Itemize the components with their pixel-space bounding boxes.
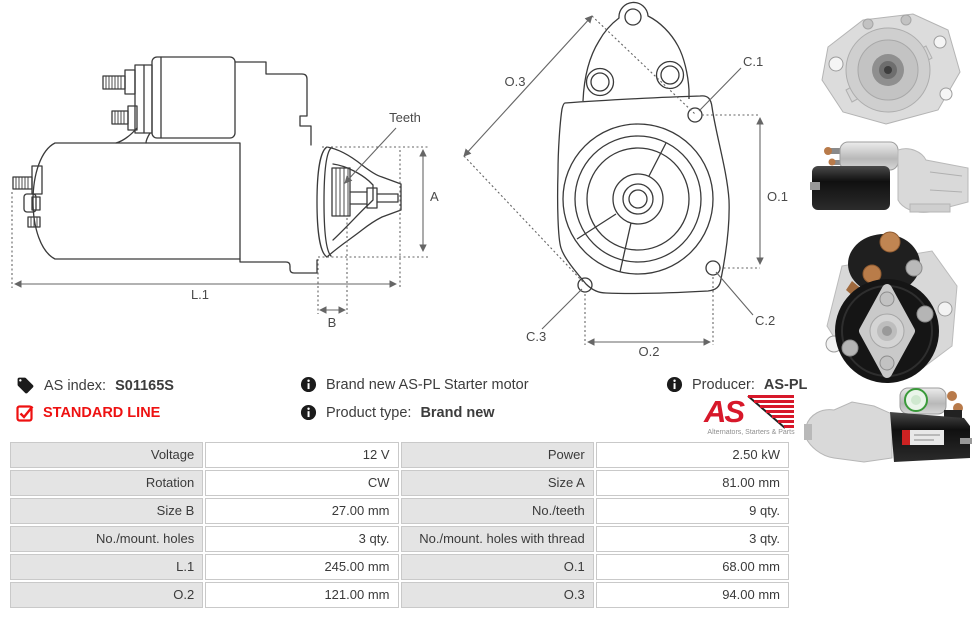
spec-label: O.1 xyxy=(400,554,594,580)
hole-c3-label: C.3 xyxy=(526,329,546,344)
spec-label: Rotation xyxy=(10,470,204,496)
as-pl-logo: AS Alternators, Starters & Parts xyxy=(698,391,798,440)
standard-line-label: STANDARD LINE xyxy=(43,405,161,421)
product-photo-front xyxy=(821,13,961,125)
teeth-label: Teeth xyxy=(389,110,421,125)
spec-label: Voltage xyxy=(10,442,204,468)
table-row: No./mount. holes 3 qty. No./mount. holes… xyxy=(10,526,789,552)
spec-value: 94.00 mm xyxy=(595,582,789,608)
side-dimension-lines xyxy=(11,127,428,314)
technical-drawing-side-view: Teeth A L.1 B xyxy=(11,56,439,330)
spec-value: 9 qty. xyxy=(595,498,789,524)
table-row: O.2 121.00 mm O.3 94.00 mm xyxy=(10,582,789,608)
standard-line-row: STANDARD LINE xyxy=(16,404,160,422)
spec-value: CW xyxy=(205,470,399,496)
starter-side-outline xyxy=(12,56,402,274)
product-type-row: Product type: Brand new xyxy=(300,404,495,421)
logo-stripes xyxy=(748,395,794,428)
front-dimension-labels: O.3 C.1 O.1 C.2 C.3 O.2 xyxy=(505,54,788,359)
dim-a-label: A xyxy=(430,189,439,204)
table-row: L.1 245.00 mm O.1 68.00 mm xyxy=(10,554,789,580)
spec-label: O.2 xyxy=(10,582,204,608)
spec-label: L.1 xyxy=(10,554,204,580)
dim-b-label: B xyxy=(328,315,337,330)
product-type-value: Brand new xyxy=(420,404,495,421)
spec-value: 3 qty. xyxy=(595,526,789,552)
spec-label: No./teeth xyxy=(400,498,594,524)
as-pl-logo-graphic: AS Alternators, Starters & Parts xyxy=(703,394,795,436)
table-row: Rotation CW Size A 81.00 mm xyxy=(10,470,789,496)
dim-o2-label: O.2 xyxy=(639,344,660,359)
spec-table: Voltage 12 V Power 2.50 kW Rotation CW S… xyxy=(8,440,791,610)
dim-o1-label: O.1 xyxy=(767,189,788,204)
spec-value: 68.00 mm xyxy=(595,554,789,580)
product-photo-angle xyxy=(804,387,972,463)
hole-c2-label: C.2 xyxy=(755,313,775,328)
spec-label: Size A xyxy=(400,470,594,496)
dim-l1-label: L.1 xyxy=(191,287,209,302)
info-icon xyxy=(666,376,683,393)
spec-value: 3 qty. xyxy=(205,526,399,552)
technical-drawing-front-view: O.3 C.1 O.1 C.2 C.3 O.2 xyxy=(463,1,788,359)
front-dimension-lines xyxy=(463,15,764,346)
side-dimension-labels: Teeth A L.1 B xyxy=(191,110,439,330)
info-icon xyxy=(300,404,317,421)
spec-value: 121.00 mm xyxy=(205,582,399,608)
table-row: Size B 27.00 mm No./teeth 9 qty. xyxy=(10,498,789,524)
tag-icon xyxy=(17,377,34,394)
product-photo-rear xyxy=(825,231,958,383)
table-row: Voltage 12 V Power 2.50 kW xyxy=(10,442,789,468)
spec-value: 81.00 mm xyxy=(595,470,789,496)
description-text: Brand new AS-PL Starter motor xyxy=(326,376,529,393)
spec-value: 245.00 mm xyxy=(205,554,399,580)
spec-value: 27.00 mm xyxy=(205,498,399,524)
spec-value: 2.50 kW xyxy=(595,442,789,468)
spec-label: No./mount. holes with thread xyxy=(400,526,594,552)
checkbox-checked-icon xyxy=(16,405,34,422)
starter-front-outline xyxy=(556,1,730,295)
spec-value: 12 V xyxy=(205,442,399,468)
as-index-label: AS index: xyxy=(44,377,107,394)
producer-label: Producer: xyxy=(692,376,755,393)
info-icon xyxy=(300,376,317,393)
spec-label: No./mount. holes xyxy=(10,526,204,552)
as-index-value: S01165S xyxy=(115,377,174,394)
product-photo-side xyxy=(810,141,969,213)
dim-o3-label: O.3 xyxy=(505,74,526,89)
logo-as-text: AS xyxy=(703,394,745,429)
product-type-label: Product type: xyxy=(326,404,412,421)
description-row: Brand new AS-PL Starter motor xyxy=(300,376,529,393)
spec-label: Size B xyxy=(10,498,204,524)
producer-value: AS-PL xyxy=(763,376,808,393)
hole-c1-label: C.1 xyxy=(743,54,763,69)
as-index-row: AS index: S01165S xyxy=(16,376,174,395)
spec-label: Power xyxy=(400,442,594,468)
producer-row: Producer: AS-PL xyxy=(666,376,807,393)
logo-tagline: Alternators, Starters & Parts xyxy=(707,429,795,435)
spec-label: O.3 xyxy=(400,582,594,608)
